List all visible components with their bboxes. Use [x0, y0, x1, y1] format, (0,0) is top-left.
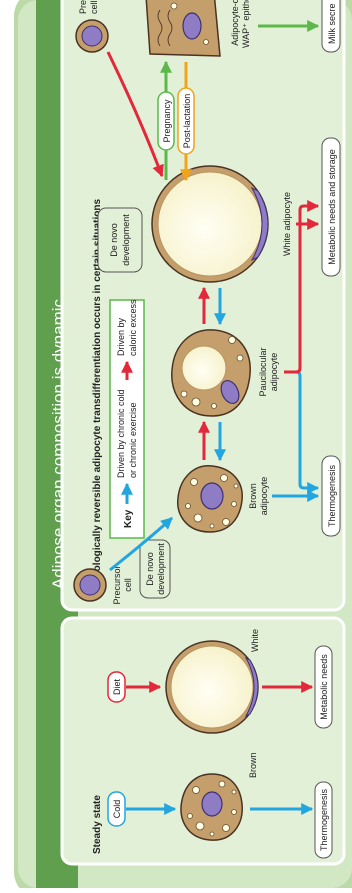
brown-cell-steady — [180, 773, 243, 841]
brown-adipocyte — [177, 465, 243, 533]
precursor-cell-right — [75, 19, 109, 53]
cold-pill — [107, 791, 126, 827]
metabolic-storage-pill — [321, 137, 341, 277]
de-novo-label-2b: development — [121, 214, 131, 266]
key-red-line-2: caloric excess — [128, 299, 138, 356]
thermogenesis-pill-dynamic — [321, 455, 341, 537]
adipocyte-derived-label-b: WAP⁺ epithe — [241, 0, 251, 48]
diet-label: Diet — [112, 679, 122, 696]
brown-adipocyte-label-a: Brown — [248, 483, 258, 509]
paucilocular-label-a: Paucilocular — [258, 347, 268, 396]
precursor-label-1a: Precursor — [112, 565, 122, 604]
metabolic-label: Metabolic needs — [319, 654, 329, 720]
white-label: White — [250, 629, 260, 652]
cold-label: Cold — [112, 800, 122, 819]
diet-pill — [107, 671, 126, 703]
post-lactation-pill — [177, 87, 195, 155]
de-novo-box-right — [97, 207, 143, 273]
white-adipocyte — [151, 165, 269, 283]
metabolic-pill — [314, 645, 333, 729]
precursor-to-white-arrow — [106, 51, 164, 178]
brown-adipocyte-label-b: adipocyte — [259, 477, 269, 516]
white-cell-steady — [165, 640, 259, 734]
de-novo-label-2a: De novo — [109, 223, 119, 257]
epithelial-cell — [145, 0, 221, 57]
key-blue-line-1: Driven by chronic cold — [116, 389, 126, 478]
thermogenesis-label-dynamic: Thermogenesis — [327, 464, 337, 527]
de-novo-box-left — [139, 539, 171, 599]
paucilocular-to-metabolic-arrow — [284, 200, 320, 374]
precursor-label-2a: Precursor — [78, 0, 88, 14]
milk-label: Milk secre — [327, 3, 337, 44]
thermogenesis-pill — [314, 781, 333, 859]
steady-state-panel — [60, 616, 346, 866]
pregnancy-label: Pregnancy — [162, 99, 172, 143]
post-lactation-label: Post-lactation — [182, 94, 192, 149]
key-red-line-1: Driven by — [116, 317, 126, 356]
de-novo-label-b: development — [156, 543, 166, 595]
milk-pill — [321, 0, 341, 53]
paucilocular-label-b: adipocyte — [269, 353, 279, 392]
key-blue-line-2: or chronic exercise — [128, 402, 138, 478]
key-title: Key — [123, 509, 134, 528]
pregnancy-pill — [157, 91, 175, 151]
key-box — [109, 299, 145, 539]
precursor-to-brown-arrow — [109, 516, 174, 572]
white-adipocyte-label: White adipocyte — [282, 192, 292, 256]
adipocyte-derived-label-a: Adipocyte-d — [230, 0, 240, 46]
precursor-cell-left — [73, 568, 107, 602]
paucilocular-adipocyte — [171, 329, 251, 417]
de-novo-label-a: De novo — [145, 552, 155, 586]
precursor-label-1b: cell — [123, 578, 133, 592]
thermogenesis-label: Thermogenesis — [319, 788, 329, 851]
dynamic-subtitle: Physiologically reversible adipocyte tra… — [92, 199, 103, 598]
steady-state-heading: Steady state — [92, 795, 103, 854]
precursor-label-2b: cell — [89, 0, 99, 14]
brown-label: Brown — [248, 752, 258, 778]
metabolic-storage-label: Metabolic needs and storage — [327, 149, 337, 265]
